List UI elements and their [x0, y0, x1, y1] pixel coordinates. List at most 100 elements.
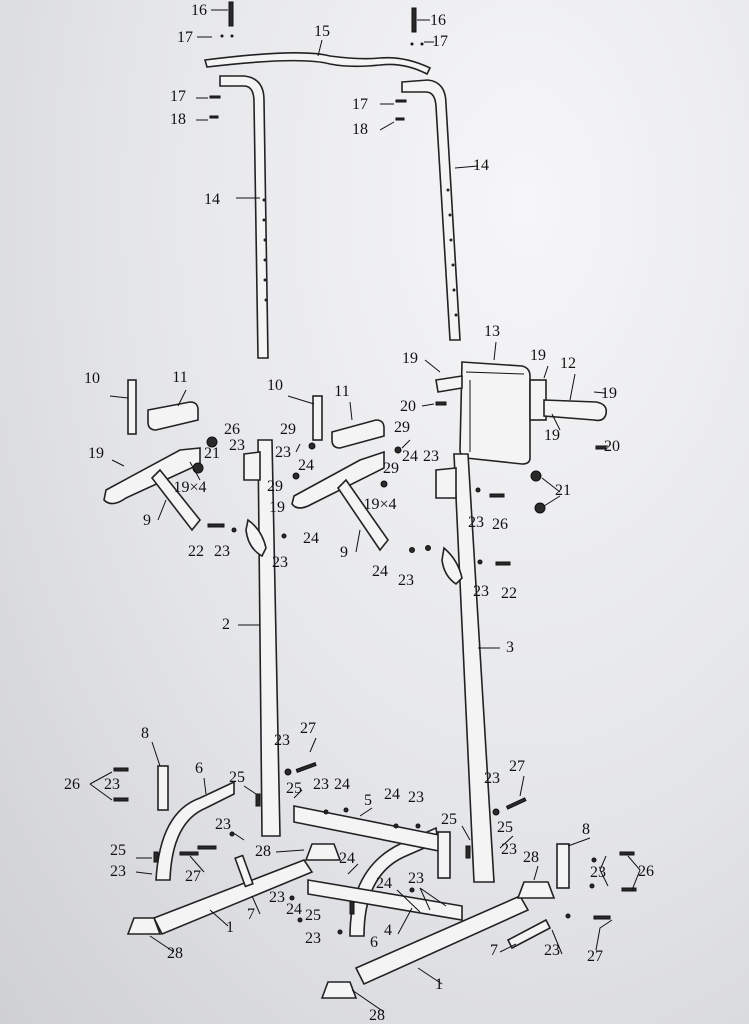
part-label: 18: [352, 121, 368, 138]
part-label: 28: [255, 843, 271, 860]
part-label: 18: [170, 111, 186, 128]
part-label: 23: [269, 889, 285, 906]
part-label: 16: [191, 2, 207, 19]
part-label: 23: [104, 776, 120, 793]
part-label: 5: [364, 792, 372, 809]
left-side-plate: [245, 518, 267, 558]
part-8-left-plate: [157, 765, 169, 811]
part-14-left-upright: [219, 75, 269, 359]
fastener-hardware: [113, 34, 637, 935]
part-label: 23: [274, 732, 290, 749]
part-label: 24: [286, 901, 302, 918]
part-label: 29: [394, 419, 410, 436]
part-label: 23: [484, 770, 500, 787]
part-label: 19: [88, 445, 104, 462]
part-label: 19: [269, 499, 285, 516]
part-label: 24: [298, 457, 314, 474]
part-label: 27: [300, 720, 316, 737]
part-9-right-arm: [291, 450, 385, 509]
part-label: 3: [506, 639, 514, 656]
arm-stub: [435, 375, 463, 393]
right-bracket-plate: [435, 467, 457, 499]
part-label: 6: [370, 934, 378, 951]
left-bracket-plate: [243, 451, 261, 481]
crossbar-end: [437, 831, 451, 879]
part-label: 17: [177, 29, 193, 46]
part-label: 23: [275, 444, 291, 461]
part-10-posts: [127, 379, 323, 441]
part-15-handle-bar: [203, 52, 432, 76]
part-label: 23: [590, 864, 606, 881]
part-label: 23: [408, 789, 424, 806]
upright-holes: [262, 188, 458, 317]
part-label: 23: [229, 437, 245, 454]
part-label: 17: [432, 33, 448, 50]
part-label: 23: [544, 942, 560, 959]
part-label: 23: [214, 543, 230, 560]
part-label: 28: [167, 945, 183, 962]
part-label: 25: [497, 819, 513, 836]
part-label: 15: [314, 23, 330, 40]
part-label: 17: [170, 88, 186, 105]
part-label: 24: [384, 786, 400, 803]
part-label: 24: [372, 563, 388, 580]
part-21-knobs: [192, 436, 546, 514]
part-12-arm-tube: [543, 399, 608, 422]
part-28-end-caps: [126, 843, 556, 999]
part-label: 23: [272, 554, 288, 571]
part-label: 10: [84, 370, 100, 387]
part-label: 23: [305, 930, 321, 947]
part-label: 19: [530, 347, 546, 364]
part-label: 7: [247, 906, 255, 923]
part-label: 27: [587, 948, 603, 965]
part-8-right-plate: [556, 843, 570, 889]
part-label: 26: [638, 863, 654, 880]
part-14-right-upright: [401, 79, 461, 341]
part-1-left-base-tube: [152, 859, 314, 936]
part-label: 4: [384, 922, 392, 939]
leader-lines: [89, 9, 641, 1013]
part-label: 2: [222, 616, 230, 633]
part-label: 23: [423, 448, 439, 465]
part-label: 24: [402, 448, 418, 465]
part-label: 12: [560, 355, 576, 372]
part-label: 29: [267, 478, 283, 495]
part-label: 27: [185, 868, 201, 885]
part-label: 23: [313, 776, 329, 793]
part-7-right-bar: [506, 918, 552, 950]
part-label: 28: [369, 1007, 385, 1024]
part-label: 26: [64, 776, 80, 793]
part-label: 19: [544, 427, 560, 444]
part-label: 11: [172, 369, 187, 386]
part-label: 24: [303, 530, 319, 547]
part-label: 14: [473, 157, 489, 174]
part-label: 19: [402, 350, 418, 367]
part-label: 23: [110, 863, 126, 880]
part-label: 14: [204, 191, 220, 208]
part-label: 24: [339, 850, 355, 867]
part-label: 23: [215, 816, 231, 833]
part-label: 23: [468, 514, 484, 531]
part-label: 9: [143, 512, 151, 529]
part-label: 26: [492, 516, 508, 533]
part-label: 29: [280, 421, 296, 438]
part-1-right-base-tube: [354, 894, 530, 986]
part-label: 22: [501, 585, 517, 602]
part-label: 23: [398, 572, 414, 589]
part-9-left-arm: [103, 447, 201, 505]
part-16-bolts: [228, 1, 417, 33]
part-6-left-arch: [155, 780, 235, 881]
part-label: 23: [473, 583, 489, 600]
part-label: 23: [501, 841, 517, 858]
part-label: 24: [334, 776, 350, 793]
part-label: 21: [204, 445, 220, 462]
part-label: 17: [352, 96, 368, 113]
part-label: 9: [340, 544, 348, 561]
part-label: 19: [601, 385, 617, 402]
part-label: 23: [408, 870, 424, 887]
part-label: 8: [141, 725, 149, 742]
part-9-right-brace: [336, 478, 389, 552]
part-label: 28: [523, 849, 539, 866]
part-7-left-bar: [234, 854, 254, 888]
